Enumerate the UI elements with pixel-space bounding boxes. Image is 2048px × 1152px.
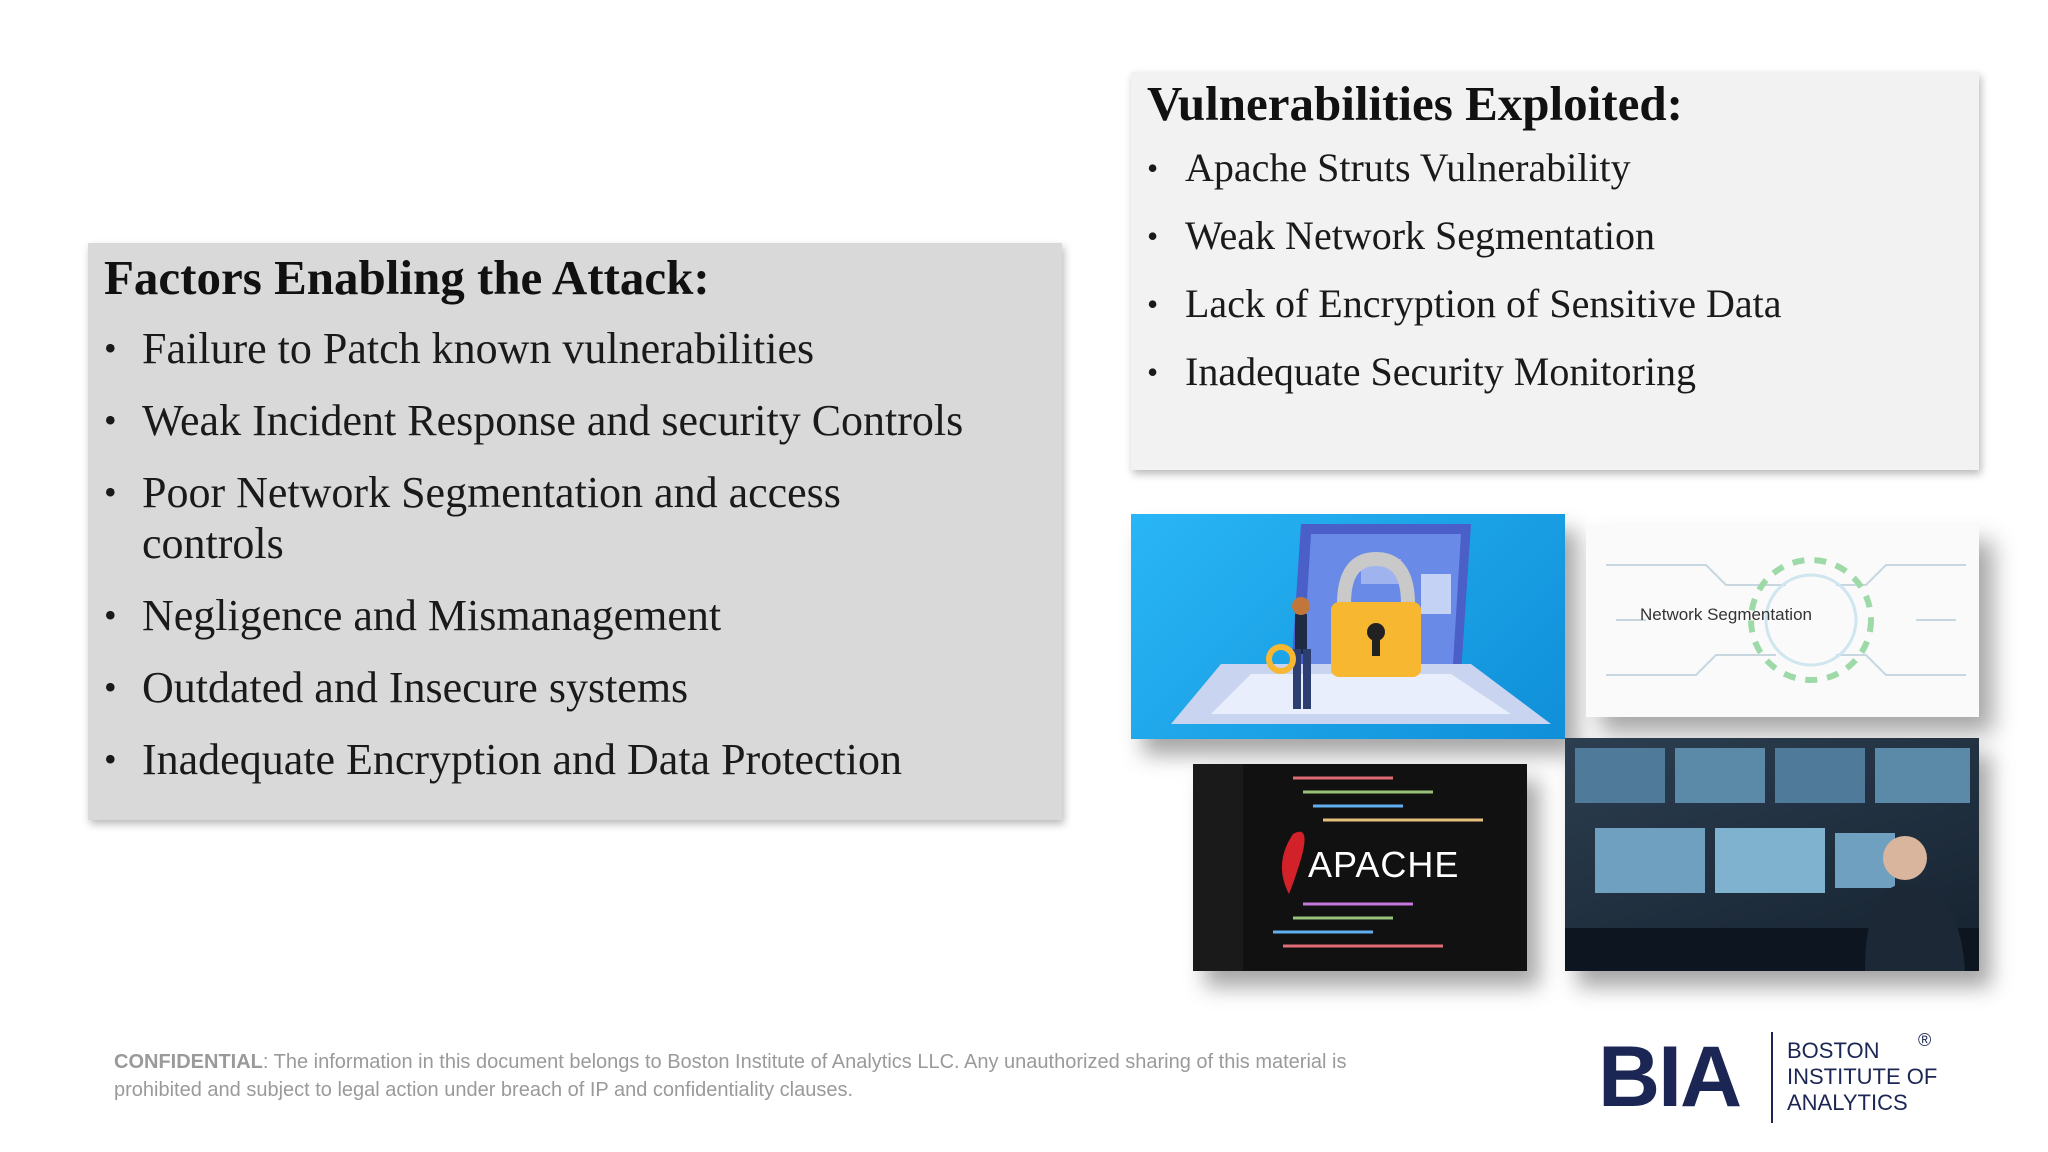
laptop-lock-image [1131, 514, 1565, 739]
vulnerability-item: Apache Struts Vulnerability [1147, 145, 1963, 191]
apache-label: APACHE [1308, 844, 1460, 885]
confidential-label: CONFIDENTIAL [114, 1051, 263, 1073]
factor-item: Outdated and Insecure systems [104, 662, 1046, 713]
factors-list: Failure to Patch known vulnerabilities W… [104, 323, 1046, 785]
factor-item: Poor Network Segmentation and access con… [104, 467, 942, 569]
vulnerabilities-heading: Vulnerabilities Exploited: [1147, 76, 1683, 131]
confidential-text: : The information in this document belon… [114, 1051, 1347, 1101]
monitors-graphic [1565, 748, 1979, 971]
logo-line-2: INSTITUTE OF [1787, 1064, 1938, 1089]
circuit-lines-graphic [1606, 557, 1966, 683]
logo-line-1: BOSTON [1787, 1038, 1880, 1063]
logo-mark: BIA [1598, 1029, 1742, 1125]
vulnerabilities-list: Apache Struts Vulnerability Weak Network… [1147, 145, 1963, 395]
logo-wordmark: BOSTON INSTITUTE OF ANALYTICS [1787, 1038, 1937, 1116]
registered-mark-icon: ® [1918, 1030, 1932, 1050]
factors-heading: Factors Enabling the Attack: [104, 250, 710, 305]
factor-item: Negligence and Mismanagement [104, 590, 1046, 641]
factors-panel: Factors Enabling the Attack: Failure to … [88, 243, 1062, 820]
bia-logo: BIA BOSTON INSTITUTE OF ANALYTICS ® [1598, 1030, 1938, 1125]
laptop-lock-illustration [1171, 524, 1551, 724]
apache-code-image: APACHE [1193, 764, 1527, 971]
vulnerability-item: Weak Network Segmentation [1147, 213, 1963, 259]
confidentiality-notice: CONFIDENTIAL: The information in this do… [114, 1048, 1354, 1104]
vulnerability-item: Lack of Encryption of Sensitive Data [1147, 281, 1963, 327]
factor-item: Failure to Patch known vulnerabilities [104, 323, 1046, 374]
vulnerability-item: Inadequate Security Monitoring [1147, 349, 1963, 395]
factor-item: Inadequate Encryption and Data Protectio… [104, 734, 1046, 785]
logo-line-3: ANALYTICS [1787, 1090, 1908, 1115]
logo-divider [1771, 1032, 1773, 1123]
factor-item: Weak Incident Response and security Cont… [104, 395, 1046, 446]
code-lines-graphic [1193, 764, 1483, 971]
vulnerabilities-panel: Vulnerabilities Exploited: Apache Struts… [1131, 72, 1979, 470]
network-segmentation-image: Network Segmentation [1586, 525, 1979, 717]
security-control-room-image [1565, 738, 1979, 971]
network-segmentation-label: Network Segmentation [1640, 605, 1812, 624]
